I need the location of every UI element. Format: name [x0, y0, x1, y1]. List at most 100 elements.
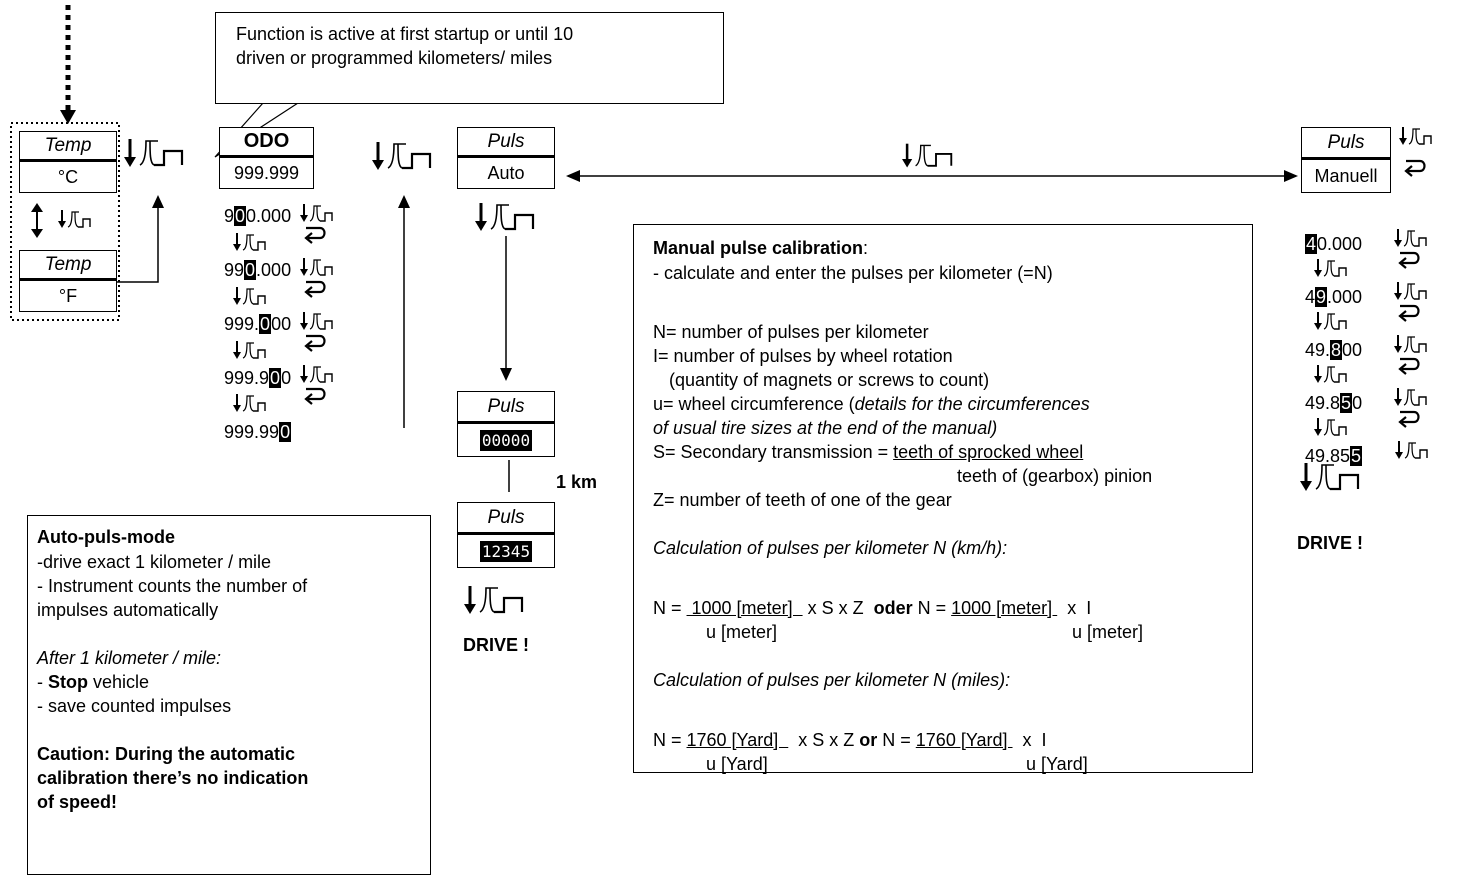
return-arrow-icon [1398, 304, 1420, 322]
drive-label-center: DRIVE ! [463, 635, 530, 655]
auto-box-caution: Caution: During the automatic [37, 744, 295, 764]
button-press-icon [464, 586, 524, 614]
display-title: ODO [220, 128, 313, 158]
display-value: 12345 [479, 540, 533, 562]
formula-miles-denominator: u [Yard] [706, 754, 768, 774]
odo-step: 999.990 [224, 422, 292, 442]
manual-step: 49.850 [1305, 393, 1363, 413]
button-press-short-icon [233, 233, 266, 251]
formula-miles: N = 1760 [Yard] x S x Z or N = 1760 [Yar… [653, 730, 1047, 750]
return-arrow-icon [1398, 357, 1420, 375]
odo-display: ODO 999.999 [219, 127, 314, 189]
manual-box-line: S= Secondary transmission = teeth of spr… [653, 442, 1084, 462]
manual-box-line: Calculation of pulses per kilometer N (m… [653, 670, 1011, 690]
manual-box-line: N= number of pulses per kilometer [653, 322, 929, 342]
auto-box-caution: calibration there’s no indication [37, 768, 309, 788]
display-value: 999.999 [233, 162, 300, 183]
puls-zero-display: Puls 00000 [457, 391, 555, 457]
callout-line-2: driven or programmed kilometers/ miles [236, 48, 553, 68]
drive-label-right: DRIVE ! [1297, 533, 1364, 553]
manual-step: 40.000 [1305, 234, 1363, 254]
button-press-icon [902, 143, 953, 168]
return-arrow-icon [304, 334, 326, 352]
manual-box-line: Calculation of pulses per kilometer N (k… [653, 538, 1008, 558]
button-press-short-icon [233, 341, 266, 359]
manual-box-line: teeth of (gearbox) pinion [957, 466, 1153, 486]
temp-group-dotted-border [10, 122, 120, 321]
button-press-short-icon [300, 258, 333, 276]
return-arrow-icon [304, 387, 326, 405]
button-press-short-icon [233, 394, 266, 412]
manual-calibration-box: Manual pulse calibration: - calculate an… [633, 224, 1253, 774]
button-press-short-icon [1394, 388, 1427, 406]
auto-box-line: - Stop vehicle [37, 672, 150, 692]
button-press-short-icon [300, 312, 333, 330]
manual-box-line: - calculate and enter the pulses per kil… [653, 263, 1053, 283]
button-press-short-icon [1394, 335, 1427, 353]
manual-box-line: (quantity of magnets or screws to count) [669, 370, 990, 390]
temp-celsius-display: Temp °C [19, 131, 117, 193]
callout-line-1: Function is active at first startup or u… [236, 24, 574, 44]
display-title: Puls [458, 128, 554, 158]
button-press-short-icon [1314, 365, 1347, 383]
return-arrow-icon [1404, 159, 1426, 177]
temp-fahrenheit-display: Temp °F [19, 250, 117, 312]
odo-step: 900.000 [224, 206, 292, 226]
manual-step: 49.800 [1305, 340, 1363, 360]
return-arrow-icon [1398, 251, 1420, 269]
return-arrow-icon [304, 226, 326, 244]
puls-manual-display: Puls Manuell [1301, 127, 1391, 193]
button-press-icon [475, 203, 535, 231]
formula-km: N = 1000 [meter] x S x Z oder N = 1000 [… [653, 598, 1092, 618]
manual-box-line: u= wheel circumference (details for the … [653, 394, 1090, 414]
manual-step: 49.000 [1305, 287, 1363, 307]
display-value: °C [57, 166, 79, 187]
auto-box-line: -drive exact 1 kilometer / mile [37, 552, 272, 572]
formula-miles-denominator: u [Yard] [1026, 754, 1088, 774]
display-title: Temp [20, 251, 116, 281]
auto-box-title: Auto-puls-mode [37, 527, 175, 547]
button-press-short-icon [1394, 229, 1427, 247]
button-press-icon [1300, 463, 1360, 491]
button-press-short-icon [1314, 312, 1347, 330]
return-arrow-icon [304, 280, 326, 298]
display-value: °F [58, 285, 78, 306]
button-press-short-icon [1314, 259, 1347, 277]
manual-box-line: I= number of pulses by wheel rotation [653, 346, 953, 366]
auto-box-line: - save counted impulses [37, 696, 232, 716]
odo-step: 999.900 [224, 368, 292, 388]
odo-step: 999.000 [224, 314, 292, 334]
button-press-short-icon [1399, 127, 1432, 145]
one-km-label: 1 km [556, 472, 598, 492]
odo-step: 990.000 [224, 260, 292, 280]
return-arrow-icon [1398, 410, 1420, 428]
manual-step: 49.855 [1305, 446, 1363, 466]
puls-count-display: Puls 12345 [457, 502, 555, 568]
formula-km-denominator: u [meter] [706, 622, 778, 642]
display-title: Puls [1302, 128, 1390, 160]
display-title: Temp [20, 132, 116, 162]
auto-box-line: - Instrument counts the number of [37, 576, 308, 596]
callout-box: Function is active at first startup or u… [215, 12, 724, 104]
manual-box-line: of usual tire sizes at the end of the ma… [653, 418, 998, 438]
button-press-short-icon [300, 365, 333, 383]
button-press-short-icon [233, 287, 266, 305]
display-value: 00000 [479, 429, 533, 451]
auto-box-line: impulses automatically [37, 600, 219, 620]
auto-box-line: After 1 kilometer / mile: [37, 648, 222, 668]
button-press-icon [124, 139, 184, 167]
button-press-icon [372, 142, 432, 170]
manual-box-title: Manual pulse calibration: [653, 238, 869, 258]
button-press-short-icon [300, 204, 333, 222]
auto-box-caution: of speed! [37, 792, 118, 812]
button-press-short-icon [58, 210, 91, 228]
formula-km-denominator: u [meter] [1072, 622, 1144, 642]
button-press-short-icon [1394, 282, 1427, 300]
display-title: Puls [458, 392, 554, 424]
display-title: Puls [458, 503, 554, 535]
button-press-short-icon [1314, 418, 1347, 436]
manual-box-line: Z= number of teeth of one of the gear [653, 490, 952, 510]
button-press-short-icon [1395, 441, 1428, 459]
display-value: Auto [487, 162, 525, 183]
display-value: Manuell [1314, 165, 1378, 186]
